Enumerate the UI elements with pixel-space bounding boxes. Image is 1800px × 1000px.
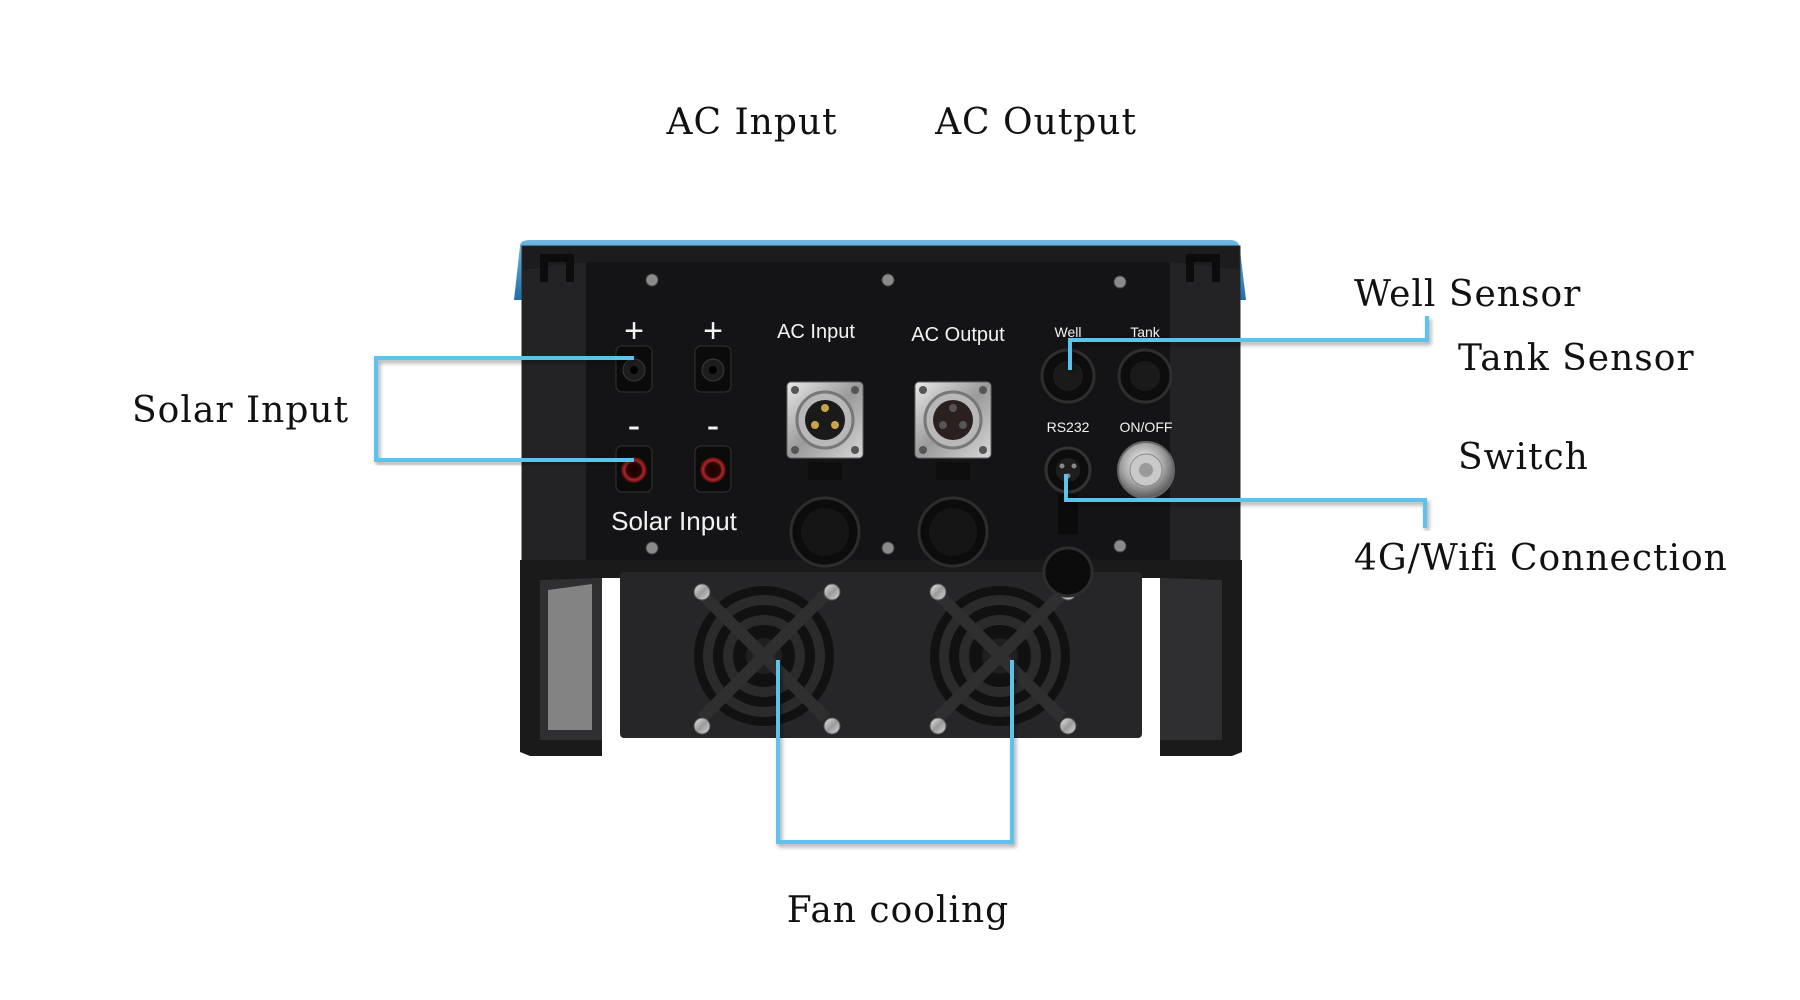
- fan-right: [930, 586, 1070, 726]
- solar-positive-connector-2[interactable]: [694, 345, 732, 393]
- callout-fan-cooling: Fan cooling: [787, 890, 1009, 931]
- rs232-cap[interactable]: [1042, 494, 1094, 598]
- left-notch: [540, 254, 574, 282]
- panel-plus-1: +: [624, 312, 644, 350]
- fan-screws: [693, 583, 1077, 735]
- right-notch: [1186, 254, 1220, 282]
- solar-positive-connector-1[interactable]: [615, 345, 653, 393]
- panel-minus-1: -: [628, 405, 641, 447]
- panel-well-label: Well: [1055, 324, 1082, 340]
- panel-minus-2: -: [707, 405, 720, 447]
- callout-ac-input: AC Input: [665, 102, 837, 143]
- panel-ac-input-label: AC Input: [777, 321, 855, 343]
- ac-input-connector[interactable]: [786, 381, 864, 459]
- well-sensor-port[interactable]: [1040, 348, 1096, 404]
- bracket-left-side: [548, 584, 592, 730]
- bracket-right-inner: [1160, 578, 1222, 740]
- leader-lines: [348, 148, 1448, 876]
- left-flange: [522, 262, 586, 566]
- panel-screws: [645, 273, 1127, 555]
- ac-output-connector[interactable]: [914, 381, 992, 459]
- on-off-switch[interactable]: [1117, 441, 1175, 499]
- callout-solar-input: Solar Input: [132, 390, 349, 431]
- tank-sensor-port[interactable]: [1117, 348, 1173, 404]
- panel-solar-input-label: Solar Input: [611, 506, 738, 536]
- callout-switch: Switch: [1458, 437, 1589, 478]
- ac-output-cap[interactable]: [917, 462, 989, 568]
- ac-input-cap[interactable]: [789, 462, 861, 568]
- panel-rs232-label: RS232: [1047, 419, 1090, 435]
- panel-plus-2: +: [703, 312, 723, 350]
- panel-on-off-label: ON/OFF: [1120, 419, 1173, 435]
- leader-fan-cooling: [776, 660, 1014, 844]
- solar-negative-connector-1[interactable]: [615, 445, 653, 493]
- callout-tank-sensor: Tank Sensor: [1458, 338, 1695, 379]
- right-flange: [1170, 262, 1240, 566]
- solar-negative-connector-2[interactable]: [694, 445, 732, 493]
- panel-tank-label: Tank: [1130, 324, 1161, 340]
- callout-well-sensor: Well Sensor: [1354, 274, 1581, 315]
- leader-well-sensor: [1068, 316, 1429, 370]
- callout-ac-output: AC Output: [934, 102, 1137, 143]
- leader-connection: [1064, 474, 1427, 528]
- panel-ac-output-label: AC Output: [911, 324, 1005, 346]
- fan-left: [694, 586, 834, 726]
- callout-connection: 4G/Wifi Connection: [1354, 538, 1728, 579]
